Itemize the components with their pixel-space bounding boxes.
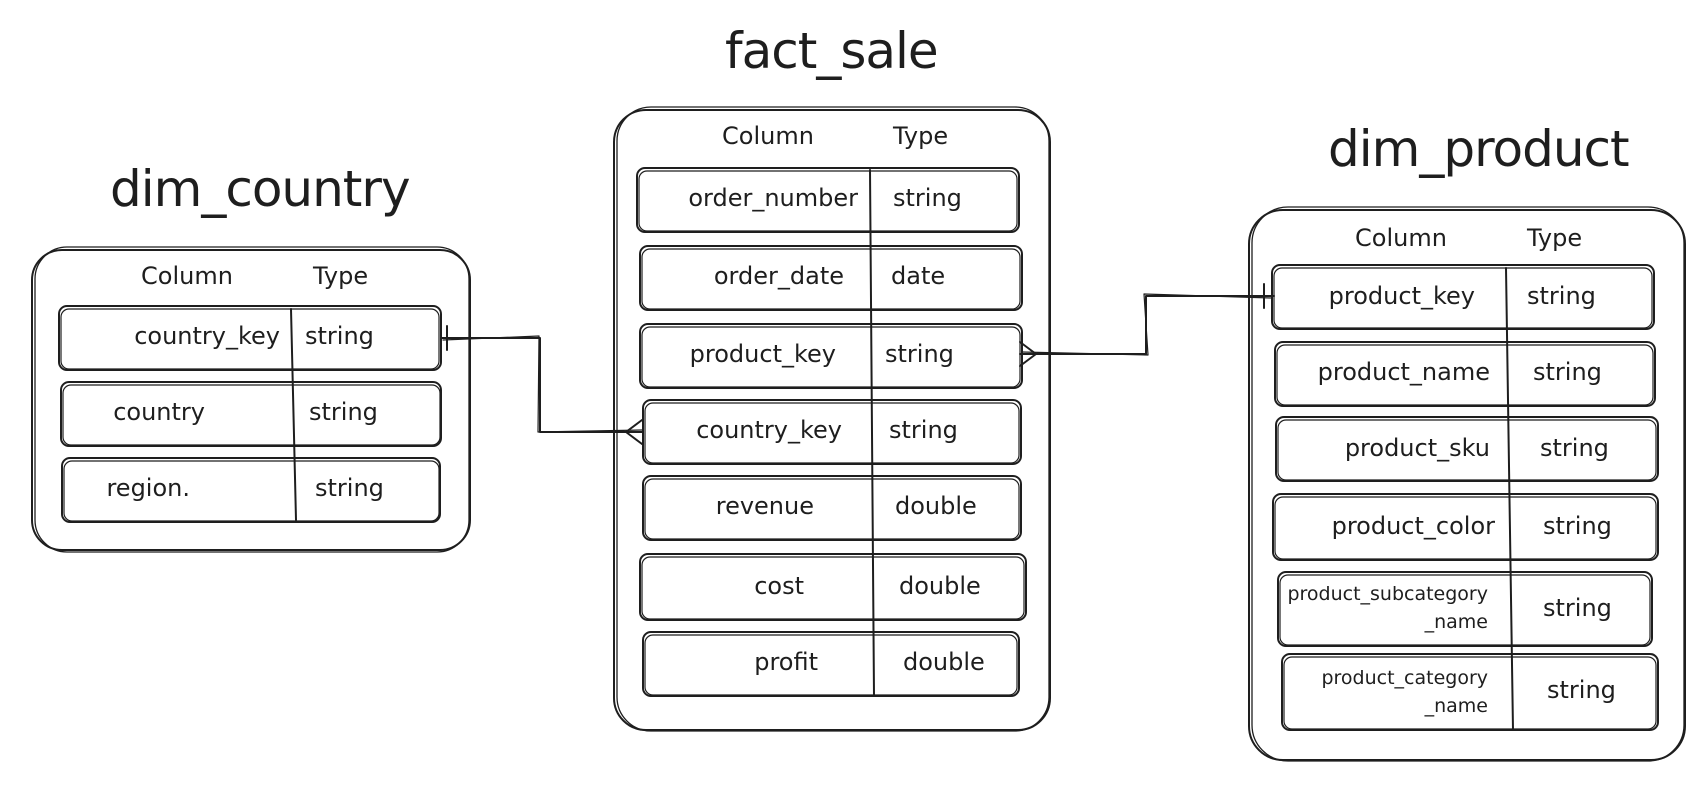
relationship-country — [440, 325, 643, 445]
dim-product-row-column: product_category _name — [1321, 667, 1488, 717]
dim-product-row-box — [1281, 653, 1659, 731]
fact-sale-row-type: double — [895, 492, 977, 520]
dim-product-row-box — [1274, 341, 1656, 407]
dim-product-outer-box — [1248, 209, 1686, 761]
fact-sale-row-box — [642, 475, 1022, 541]
dim-product-table — [1248, 206, 1686, 762]
dim-country-column-divider — [290, 308, 297, 521]
dim-product-row-box — [1275, 416, 1659, 482]
fact-sale-column-divider — [869, 169, 875, 697]
dim-product-row-type: string — [1533, 358, 1602, 386]
dim-product-type-header: Type — [1527, 224, 1583, 252]
dim-country-row-type: string — [315, 474, 384, 502]
dim-country-outer-box — [31, 249, 471, 551]
fact-sale-row-type: double — [899, 572, 981, 600]
dim-product-row-column: product_sku — [1344, 434, 1490, 462]
fact-sale-type-header: Type — [893, 122, 949, 150]
dim-product-row-type: string — [1527, 282, 1596, 310]
fact-sale-outer-box — [613, 109, 1051, 731]
dim-country-row-type: string — [309, 398, 378, 426]
fact-sale-row-type: double — [903, 648, 985, 676]
fact-sale-row-box — [636, 167, 1020, 233]
fact-sale-row-column: revenue — [715, 492, 814, 520]
table-title-dim-country: dim_country — [110, 160, 411, 218]
crows-foot-many-icon — [1019, 341, 1037, 367]
fact-sale-table — [613, 106, 1051, 732]
fact-sale-row-column: cost — [754, 572, 804, 600]
dim-product-row-box — [1277, 571, 1653, 647]
fact-sale-row-box — [639, 323, 1023, 389]
dim-country-type-header: Type — [313, 262, 369, 290]
dim-product-row-type: string — [1540, 434, 1609, 462]
dim-product-row-column: product_name — [1317, 358, 1490, 386]
dim-product-column-divider — [1505, 267, 1514, 731]
fact-sale-row-box — [639, 553, 1027, 621]
fact-sale-row-column: order_date — [713, 262, 844, 290]
fact-sale-row-type: string — [889, 416, 958, 444]
dim-country-row-column: country_key — [134, 322, 280, 350]
dim-country-table — [31, 246, 471, 553]
dim-product-row-column: product_subcategory _name — [1287, 583, 1488, 633]
fact-sale-row-type: string — [885, 340, 954, 368]
crows-foot-many-icon — [625, 419, 643, 445]
dim-country-row-box — [60, 381, 442, 447]
fact-sale-row-type: string — [893, 184, 962, 212]
dim-product-row-box — [1272, 493, 1659, 561]
dim-country-column-header: Column — [141, 262, 233, 290]
table-title-fact-sale: fact_sale — [725, 22, 939, 80]
fact-sale-row-type: date — [891, 262, 946, 290]
fact-sale-row-column: profit — [754, 648, 818, 676]
dim-product-row-type: string — [1543, 594, 1612, 622]
fact-sale-column-header: Column — [722, 122, 814, 150]
dim-country-row-column: region. — [106, 474, 190, 502]
fact-sale-row-column: product_key — [689, 340, 836, 368]
dim-product-row-column: product_key — [1328, 282, 1475, 310]
dim-country-row-column: country — [113, 398, 205, 426]
dim-product-column-header: Column — [1355, 224, 1447, 252]
fact-sale-row-column: country_key — [696, 416, 842, 444]
dim-product-row-type: string — [1547, 676, 1616, 704]
connector-country-line — [440, 337, 643, 433]
table-title-dim-product: dim_product — [1328, 120, 1630, 178]
dim-product-row-type: string — [1543, 512, 1612, 540]
dim-country-row-type: string — [305, 322, 374, 350]
fact-sale-row-box — [639, 245, 1023, 311]
dim-product-row-column: product_color — [1331, 512, 1495, 540]
dim-country-row-box — [61, 457, 441, 523]
fact-sale-row-box — [642, 631, 1020, 697]
fact-sale-row-column: order_number — [688, 184, 858, 212]
relationship-product — [1019, 283, 1275, 367]
